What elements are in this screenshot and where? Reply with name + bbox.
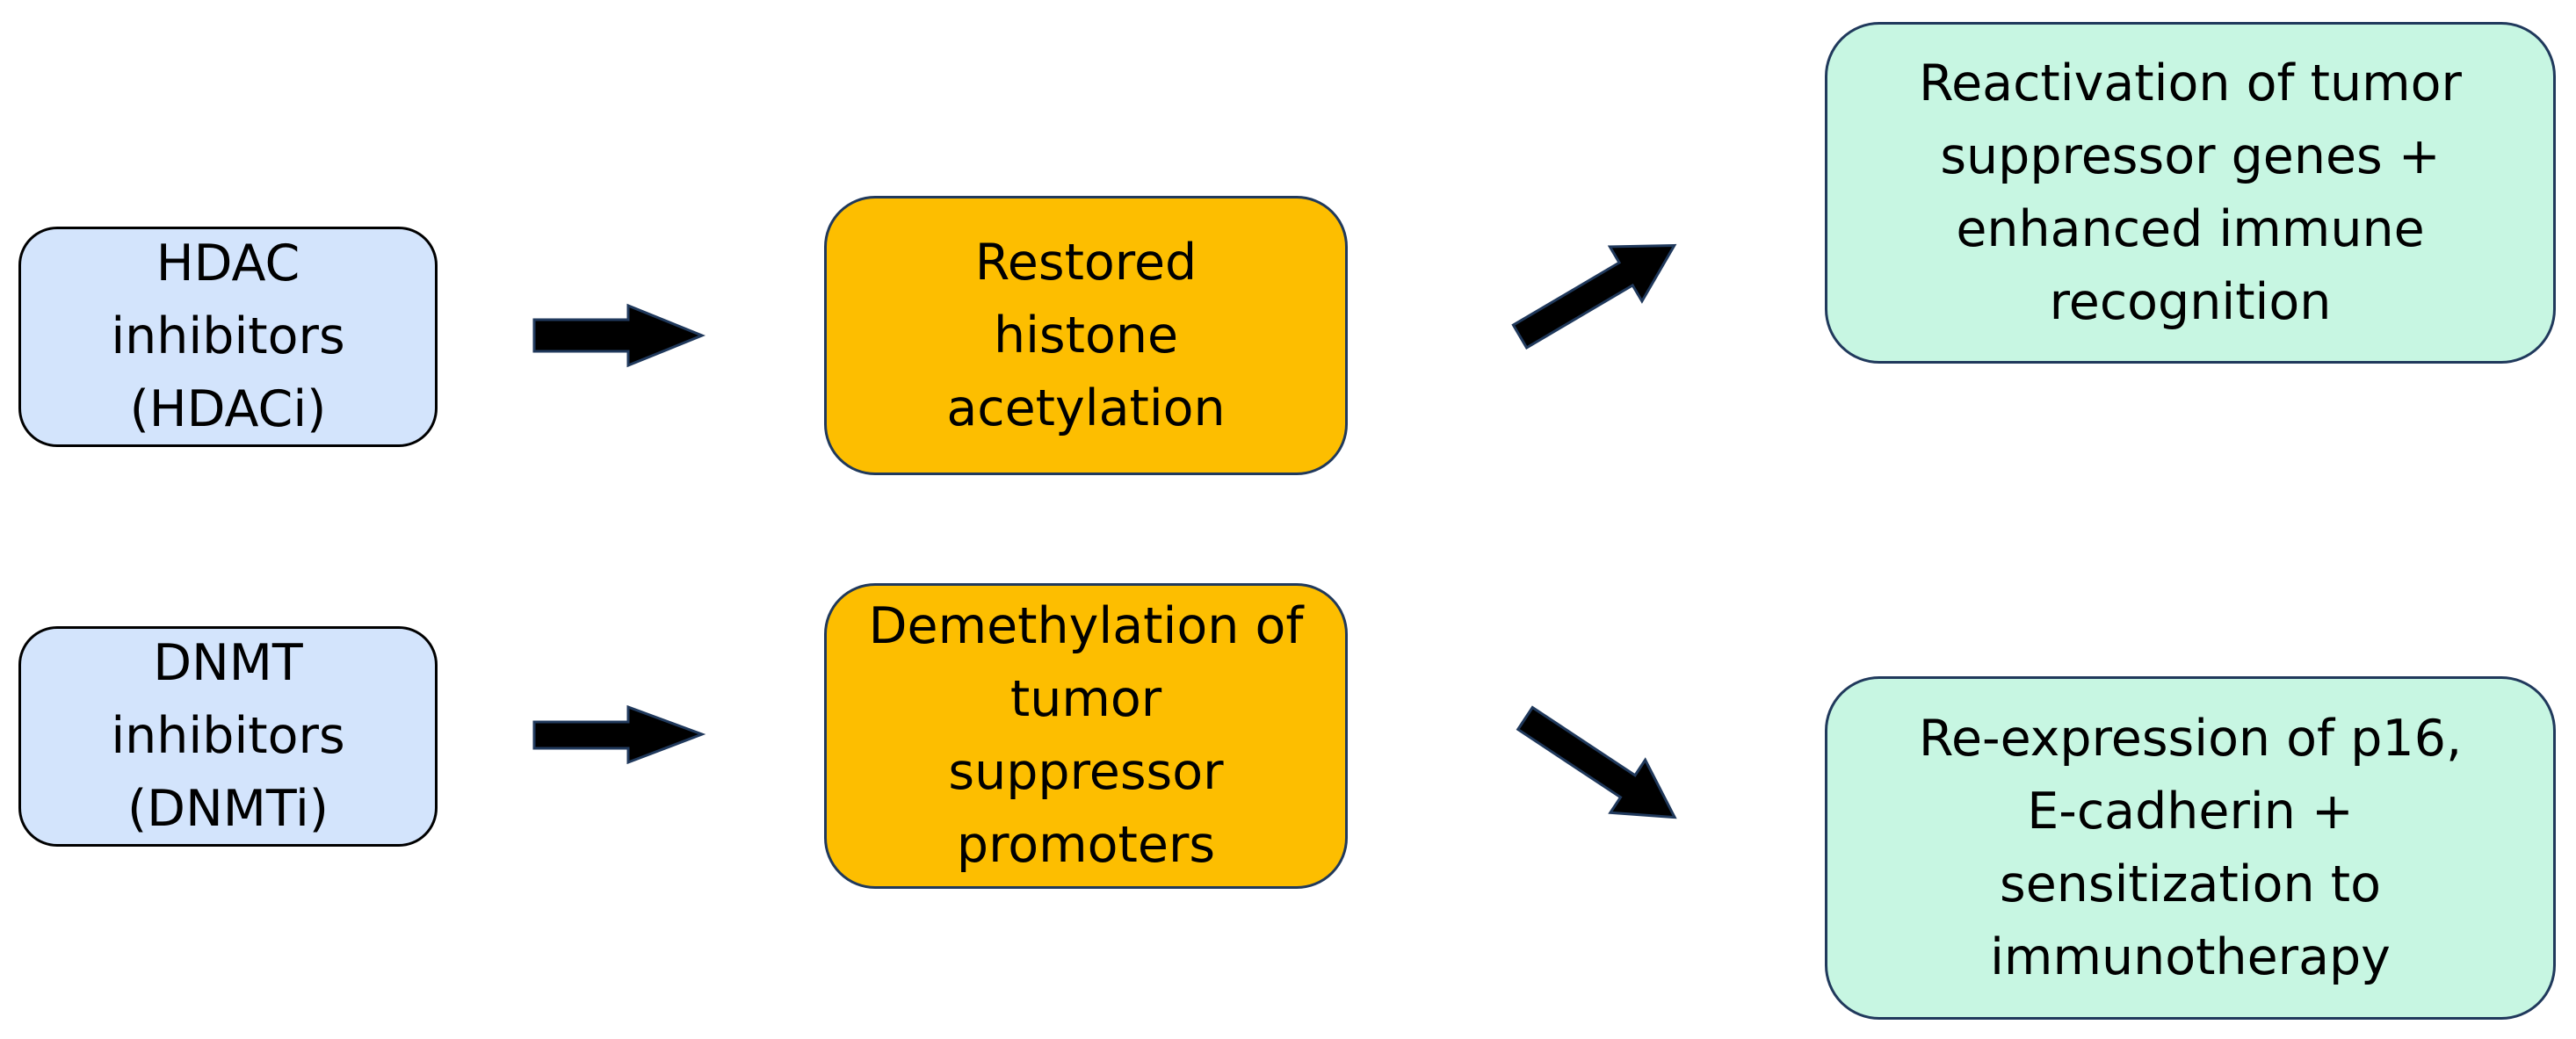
hdac-inhibitors-node: HDAC inhibitors (HDACi) (18, 227, 438, 447)
arrow-histone-to-reactivation (1511, 243, 1677, 350)
demethylation-node: Demethylation of tumor suppressor promot… (824, 583, 1348, 889)
arrow-demethylation-to-reexpression (1516, 705, 1677, 819)
histone-acetylation-label: Restored histone acetylation (946, 233, 1226, 437)
dnmt-inhibitors-node: DNMT inhibitors (DNMTi) (18, 626, 438, 847)
reexpression-node: Re-expression of p16, E-cadherin + sensi… (1825, 676, 2556, 1020)
hdac-inhibitors-label: HDAC inhibitors (HDACi) (111, 234, 345, 438)
reactivation-node: Reactivation of tumor suppressor genes +… (1825, 22, 2556, 364)
reactivation-label: Reactivation of tumor suppressor genes +… (1919, 54, 2462, 331)
demethylation-label: Demethylation of tumor suppressor promot… (868, 597, 1304, 874)
histone-acetylation-node: Restored histone acetylation (824, 196, 1348, 475)
reexpression-label: Re-expression of p16, E-cadherin + sensi… (1918, 709, 2463, 986)
arrow-hdac-to-histone (532, 303, 706, 368)
dnmt-inhibitors-label: DNMT inhibitors (DNMTi) (111, 634, 345, 838)
arrow-dnmt-to-demethylation (532, 704, 706, 765)
